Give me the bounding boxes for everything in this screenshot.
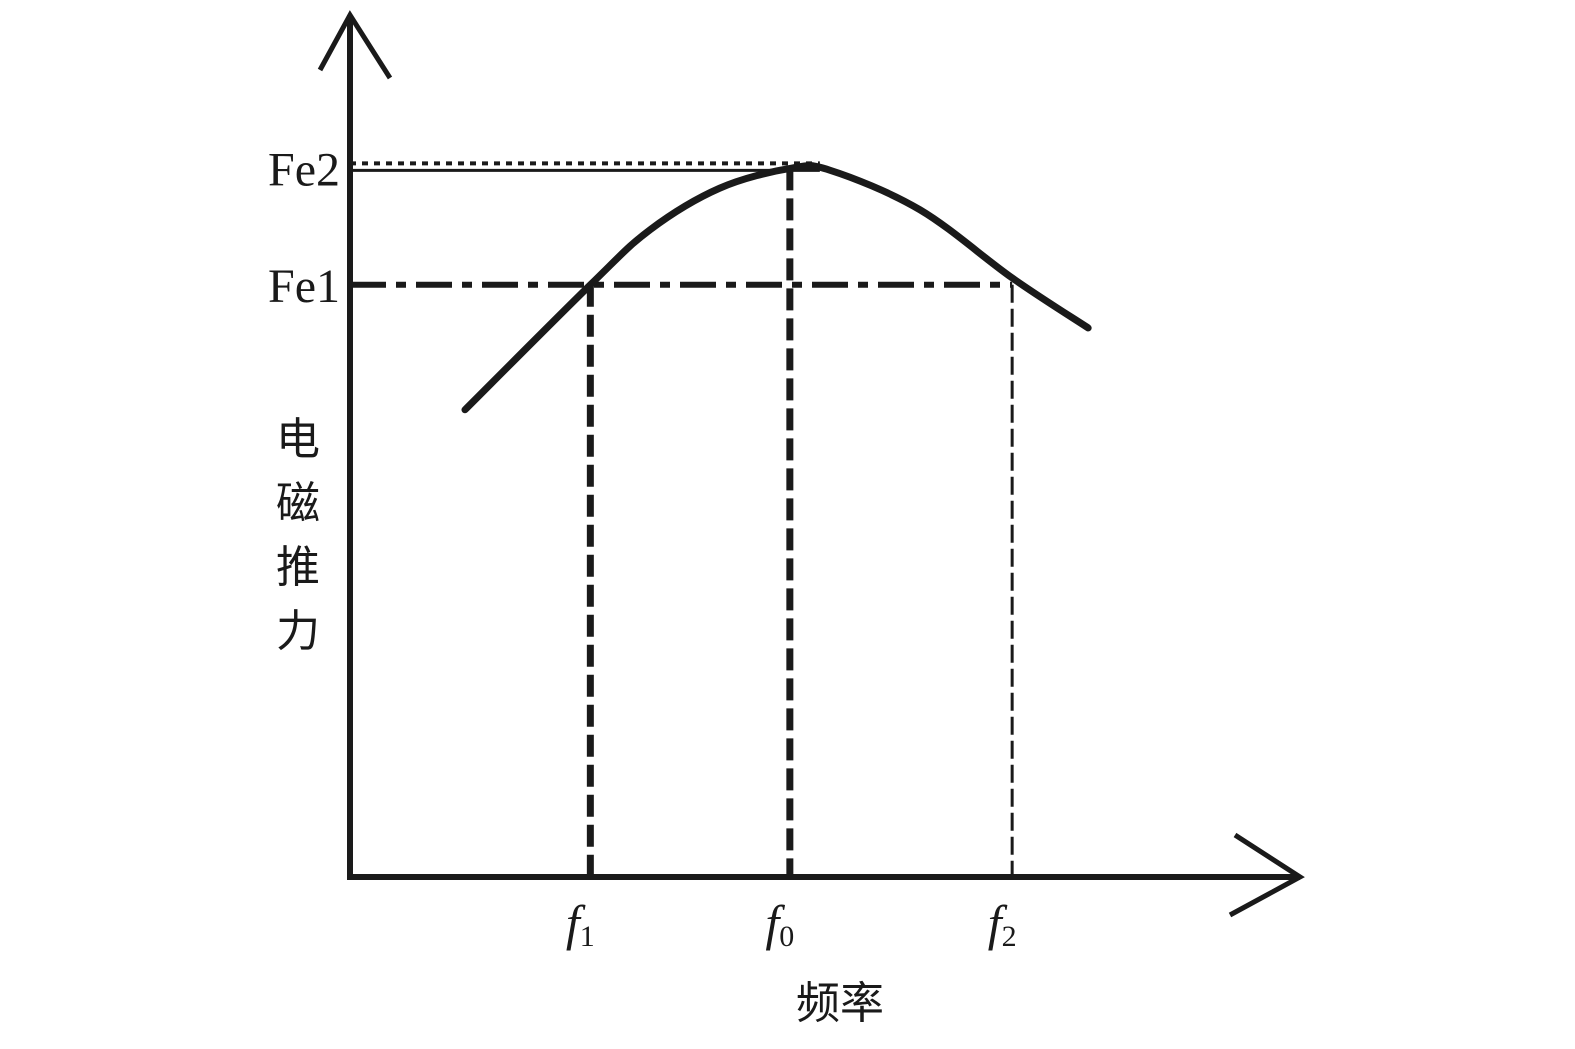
y-axis-label: 电磁推力 bbox=[276, 414, 320, 657]
y-tick-label: Fe2 bbox=[268, 143, 340, 196]
x-axis-label: 频率 bbox=[796, 979, 884, 1028]
x-tick-label: f1 bbox=[566, 895, 595, 953]
x-tick-label: f0 bbox=[765, 895, 794, 953]
y-axis-arrow-icon bbox=[317, 10, 393, 80]
x-tick-label: f2 bbox=[988, 895, 1017, 953]
y-tick-label: Fe1 bbox=[268, 260, 340, 313]
x-tick-label-sub: 1 bbox=[580, 920, 595, 953]
x-tick-label-sub: 2 bbox=[1002, 920, 1017, 953]
x-tick-label-sub: 0 bbox=[779, 920, 794, 953]
x-axis-arrow-icon bbox=[1228, 832, 1305, 918]
